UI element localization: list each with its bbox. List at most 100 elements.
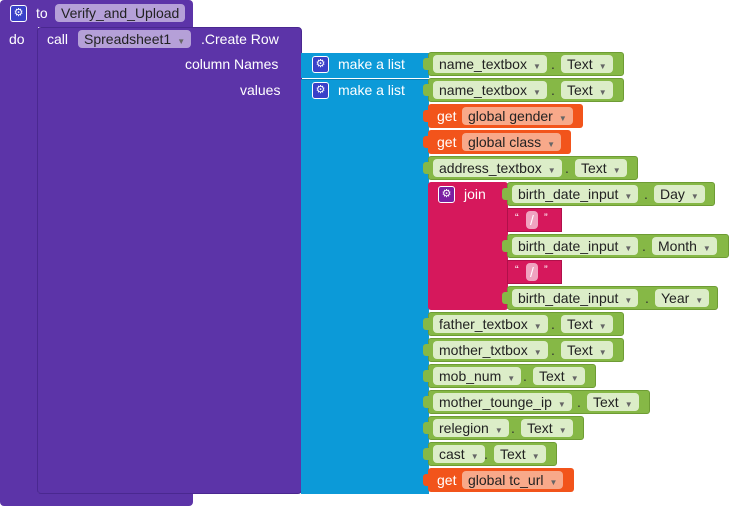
property-dropdown[interactable]: Text ▼ [587, 393, 639, 411]
procedure-name-field[interactable]: Verify_and_Upload [55, 4, 186, 22]
dropdown-arrow-icon: ▼ [533, 322, 542, 331]
gear-icon[interactable]: ⚙ [312, 82, 329, 99]
dot-separator: . [644, 186, 648, 202]
dropdown-arrow-icon: ▼ [533, 348, 542, 357]
dropdown-arrow-icon: ▼ [549, 478, 558, 487]
dot-separator: . [645, 290, 649, 306]
component-dropdown[interactable]: name_textbox▼ [433, 55, 547, 73]
dot-separator: . [523, 368, 527, 384]
variable-name: global class [468, 134, 542, 150]
component-dropdown[interactable]: cast ▼ [433, 445, 485, 463]
dropdown-arrow-icon: ▼ [470, 452, 479, 461]
component-dropdown[interactable]: mob_num▼ [433, 367, 522, 385]
variable-dropdown[interactable]: global class ▼ [462, 133, 562, 151]
component-dropdown[interactable]: birth_date_input▼ [512, 185, 639, 203]
dropdown-arrow-icon: ▼ [624, 296, 633, 305]
dot-separator: . [511, 420, 515, 436]
make-list-label: make a list [338, 82, 405, 98]
property-dropdown[interactable]: Year ▼ [655, 289, 710, 307]
property-name: Text [567, 342, 593, 358]
dot-separator: . [577, 394, 581, 410]
component-dropdown[interactable]: mother_tounge_ip ▼ [433, 393, 572, 411]
do-label: do [9, 31, 25, 47]
component-dropdown[interactable]: name_textbox▼ [433, 81, 547, 99]
connector-tab [423, 58, 429, 70]
dropdown-arrow-icon: ▼ [598, 62, 607, 71]
variable-name: global gender [468, 108, 553, 124]
dropdown-arrow-icon: ▼ [558, 426, 567, 435]
connector-tab [423, 110, 429, 122]
component-dropdown[interactable]: birth_date_input▼ [512, 289, 639, 307]
make-list-values[interactable] [301, 79, 429, 494]
dropdown-arrow-icon: ▼ [547, 140, 556, 149]
component-name: Spreadsheet1 [84, 31, 172, 47]
component-name: relegion [439, 420, 489, 436]
get-label: get [437, 108, 457, 124]
dot-separator: . [551, 342, 555, 358]
component-name: birth_date_input [518, 238, 619, 254]
dot-separator: . [565, 160, 569, 176]
connector-tab [502, 240, 508, 252]
property-dropdown[interactable]: Text▼ [575, 159, 627, 177]
connector-tab [502, 188, 508, 200]
dropdown-arrow-icon: ▼ [695, 296, 704, 305]
gear-icon[interactable]: ⚙ [438, 186, 455, 203]
connector-tab [502, 292, 508, 304]
variable-dropdown[interactable]: global tc_url▼ [462, 471, 564, 489]
component-name: birth_date_input [518, 186, 619, 202]
dropdown-arrow-icon: ▼ [532, 62, 541, 71]
component-dropdown[interactable]: birth_date_input ▼ [512, 237, 639, 255]
property-name: Year [661, 290, 690, 306]
component-dropdown[interactable]: address_textbox▼ [433, 159, 562, 177]
procedure-do-strip [0, 26, 38, 496]
property-name: Text [500, 446, 526, 462]
dropdown-arrow-icon: ▼ [598, 348, 607, 357]
dot-separator: . [484, 446, 488, 462]
property-name: Month [658, 238, 697, 254]
component-dropdown[interactable]: father_textbox▼ [433, 315, 548, 333]
text-value-field[interactable]: / [526, 263, 538, 281]
property-dropdown[interactable]: Text▼ [561, 315, 613, 333]
join-block[interactable] [428, 182, 508, 310]
connector-tab [423, 396, 429, 408]
component-name: mother_tounge_ip [439, 394, 552, 410]
component-dropdown[interactable]: Spreadsheet1 ▼ [78, 30, 192, 48]
property-name: Text [539, 368, 565, 384]
dot-separator: . [642, 238, 646, 254]
property-dropdown[interactable]: Text ▼ [561, 341, 613, 359]
close-quote: ” [544, 212, 548, 224]
property-dropdown[interactable]: Day▼ [654, 185, 705, 203]
property-name: Day [660, 186, 685, 202]
property-name: Text [593, 394, 619, 410]
dropdown-arrow-icon: ▼ [494, 426, 503, 435]
component-name: name_textbox [439, 82, 527, 98]
component-name: mother_txtbox [439, 342, 528, 358]
gear-icon[interactable]: ⚙ [312, 56, 329, 73]
dropdown-arrow-icon: ▼ [547, 166, 556, 175]
dropdown-arrow-icon: ▼ [570, 374, 579, 383]
property-dropdown[interactable]: Text ▼ [533, 367, 585, 385]
property-dropdown[interactable]: Month▼ [652, 237, 717, 255]
procedure-bottom [0, 493, 193, 506]
component-dropdown[interactable]: relegion ▼ [433, 419, 509, 437]
property-dropdown[interactable]: Text▼ [561, 81, 613, 99]
dropdown-arrow-icon: ▼ [624, 400, 633, 409]
property-dropdown[interactable]: Text▼ [521, 419, 573, 437]
dropdown-arrow-icon: ▼ [177, 37, 186, 46]
column-names-label: column Names [185, 56, 279, 72]
create-row-call-block[interactable] [37, 27, 302, 494]
dropdown-arrow-icon: ▼ [624, 244, 633, 253]
open-quote: “ [515, 212, 519, 224]
text-value-field[interactable]: / [526, 211, 538, 229]
connector-tab [423, 344, 429, 356]
gear-icon[interactable]: ⚙ [10, 5, 27, 22]
open-quote: “ [515, 264, 519, 276]
dot-separator: . [551, 82, 555, 98]
component-dropdown[interactable]: mother_txtbox ▼ [433, 341, 548, 359]
variable-dropdown[interactable]: global gender▼ [462, 107, 573, 125]
property-dropdown[interactable]: Text▼ [494, 445, 546, 463]
property-dropdown[interactable]: Text▼ [561, 55, 613, 73]
component-name: cast [439, 446, 465, 462]
get-label: get [437, 472, 457, 488]
dropdown-arrow-icon: ▼ [557, 400, 566, 409]
